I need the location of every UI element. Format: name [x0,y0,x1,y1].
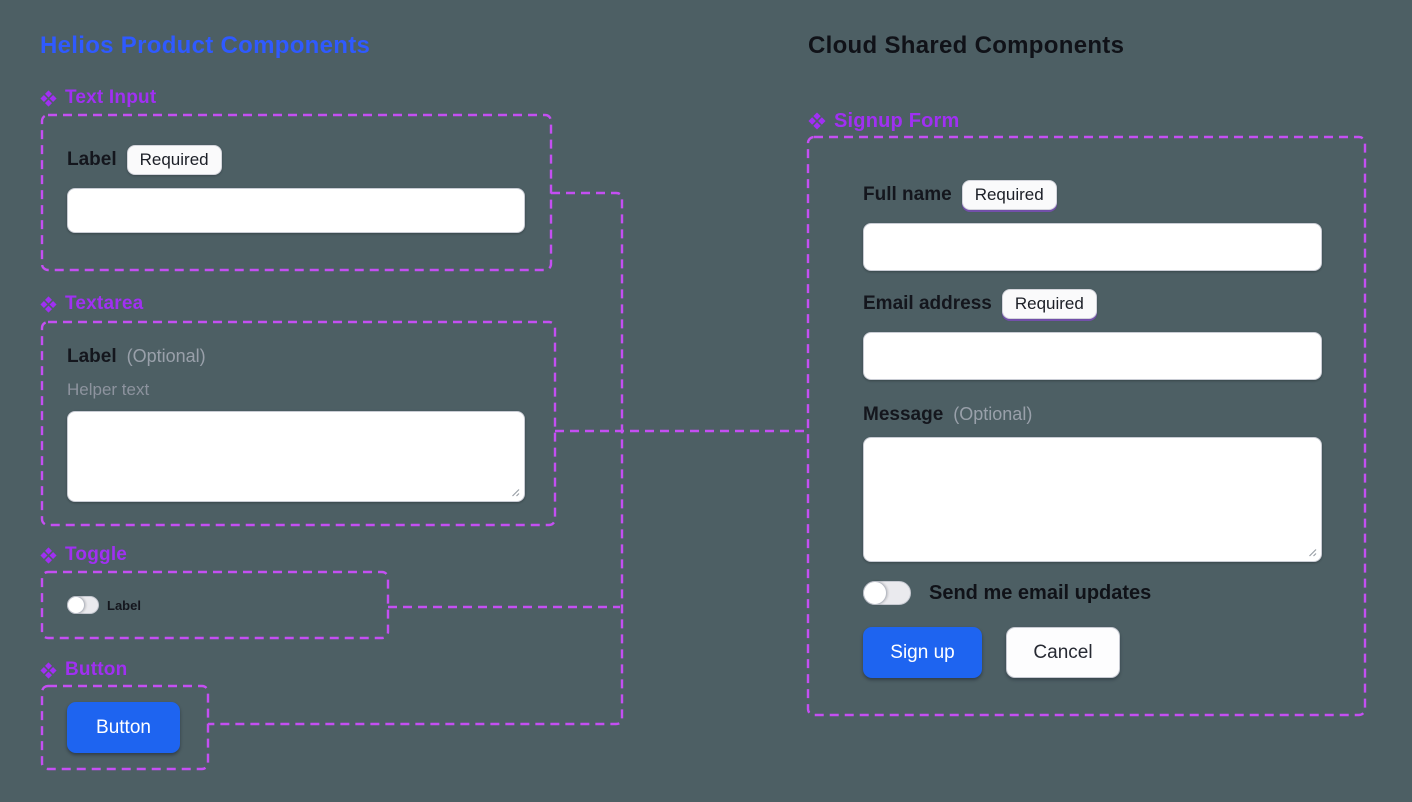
textarea-section-header: Textarea [40,293,143,315]
optional-suffix: (Optional) [953,404,1033,424]
field-label: Label [67,148,117,170]
message-label-row: Message (Optional) [863,400,1032,429]
helios-panel-title: Helios Product Components [40,32,371,59]
section-label: Button [65,659,128,680]
message-textarea[interactable] [863,437,1322,562]
optional-suffix: (Optional) [126,346,206,366]
text-input-label-row: Label Required [67,144,222,175]
signup-form-header: Signup Form [808,110,960,132]
cancel-button[interactable]: Cancel [1006,627,1120,678]
field-label: Label [67,345,117,367]
component-icon [40,661,57,679]
required-badge: Required [126,144,222,175]
full-name-label-row: Full name Required [863,179,1057,210]
helper-text: Helper text [67,380,150,399]
section-label: Signup Form [834,109,960,132]
field-label: Full name [863,183,952,205]
component-icon [40,546,57,564]
sign-up-button[interactable]: Sign up [863,627,982,678]
field-label: Email address [863,292,992,314]
section-label: Text Input [65,87,157,108]
textarea-label-row: Label (Optional) [67,342,206,371]
toggle-section-header: Toggle [40,544,127,566]
email-updates-row: Send me email updates [863,581,1151,605]
email-label-row: Email address Required [863,288,1097,319]
toggle-switch[interactable] [67,596,99,614]
email-updates-label: Send me email updates [929,581,1152,604]
component-icon [808,112,826,130]
required-badge: Required [961,179,1057,210]
full-name-input[interactable] [863,223,1322,271]
button-section-header: Button [40,659,127,681]
email-input[interactable] [863,332,1322,380]
component-icon [40,89,57,107]
field-label: Message [863,403,944,425]
component-icon [40,295,57,313]
toggle-label: Label [107,597,141,613]
email-updates-toggle[interactable] [863,581,911,605]
textarea-field[interactable] [67,411,525,502]
toggle-knob [863,581,887,605]
cloud-panel-title: Cloud Shared Components [808,32,1125,59]
required-badge: Required [1001,288,1097,319]
toggle-row: Label [67,596,141,614]
message-textarea-wrap [863,437,1322,562]
text-input-field[interactable] [67,188,525,233]
textarea-wrap [67,411,525,502]
sample-button[interactable]: Button [67,702,180,753]
toggle-knob [67,596,85,614]
text-input-section-header: Text Input [40,87,156,109]
section-label: Textarea [65,293,144,314]
section-label: Toggle [65,544,128,565]
